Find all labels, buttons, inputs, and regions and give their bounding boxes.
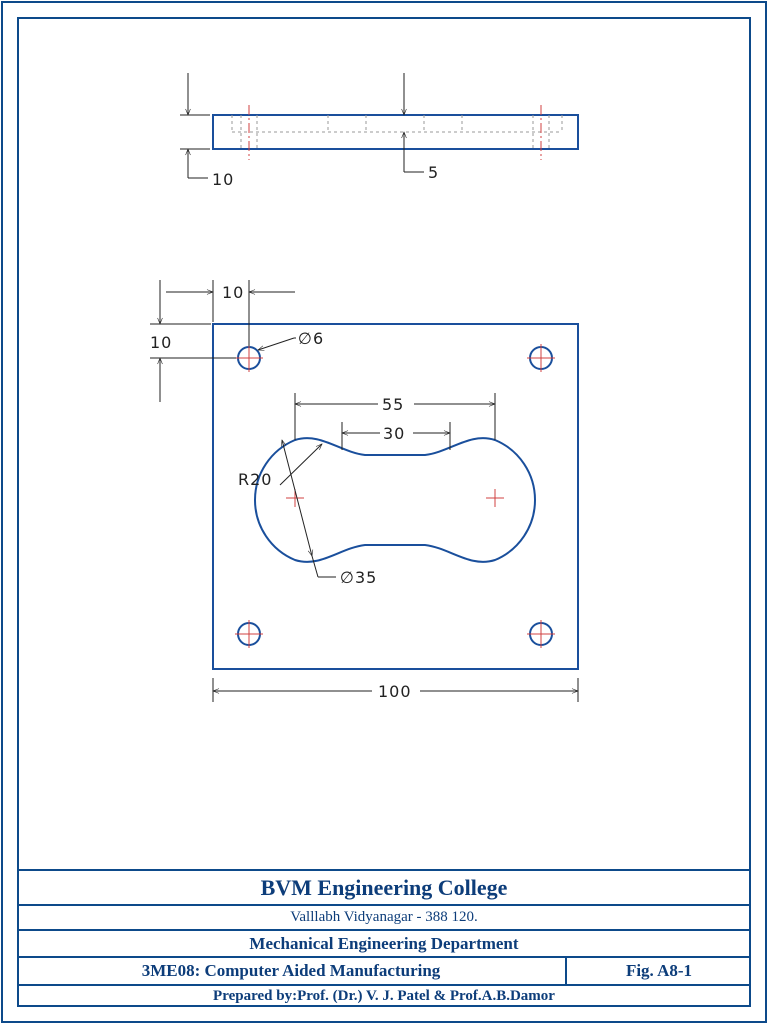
edge-y-dimension — [150, 280, 236, 402]
prepared-by: Prepared by:Prof. (Dr.) V. J. Patel & Pr… — [213, 988, 555, 1004]
width-value: 100 — [378, 682, 412, 701]
inner-border — [17, 17, 751, 1007]
hole-diameter-leader — [257, 337, 296, 351]
edge-x-dimension-value: 10 — [222, 283, 244, 302]
slot-outline — [254, 437, 536, 563]
hole-top-left — [235, 344, 263, 372]
title-block-course-row: 3ME08: Computer Aided Manufacturing Fig.… — [17, 956, 751, 984]
lobe-diameter-dimension — [280, 439, 336, 578]
department-name: Mechanical Engineering Department — [249, 933, 519, 953]
title-block-college: BVM Engineering College — [17, 869, 751, 904]
side-view-outline — [212, 114, 579, 150]
depth-dimension-value: 5 — [428, 163, 439, 182]
hole-top-right — [527, 344, 555, 372]
side-view-hidden-lines — [231, 115, 563, 149]
plate-outline — [212, 323, 579, 670]
waist-length-dimension — [341, 422, 451, 450]
edge-y-dimension-value: 10 — [150, 333, 172, 352]
lobe-diameter-value: ∅35 — [340, 568, 377, 587]
figure-cell: Fig. A8-1 — [567, 961, 751, 981]
thickness-dimension — [180, 73, 210, 179]
radius-value: R20 — [238, 470, 272, 489]
hole-bottom-right — [527, 620, 555, 648]
corner-holes — [235, 344, 555, 648]
edge-x-dimension — [166, 280, 295, 346]
college-address: Valllabh Vidyanagar - 388 120. — [290, 909, 478, 925]
radius-dimension — [279, 443, 323, 486]
hole-diameter-value: ∅6 — [298, 329, 324, 348]
center-distance-value: 55 — [382, 395, 404, 414]
width-dimension — [212, 678, 579, 702]
title-block-prepared-by: Prepared by:Prof. (Dr.) V. J. Patel & Pr… — [17, 984, 751, 1007]
hole-bottom-left — [235, 620, 263, 648]
center-distance-dimension — [294, 393, 496, 440]
top-view: 10 10 ∅6 55 30 — [150, 280, 579, 702]
engineering-drawing: 10 5 — [150, 73, 579, 702]
side-view: 10 5 — [180, 73, 579, 189]
waist-length-value: 30 — [383, 424, 405, 443]
figure-number: Fig. A8-1 — [625, 961, 693, 980]
slot-center-marks — [286, 489, 504, 507]
title-block-address: Valllabh Vidyanagar - 388 120. — [17, 904, 751, 929]
side-view-center-lines — [248, 105, 542, 160]
college-name: BVM Engineering College — [260, 874, 508, 900]
depth-dimension — [401, 73, 424, 173]
title-block-department: Mechanical Engineering Department — [17, 929, 751, 956]
course-name: 3ME08: Computer Aided Manufacturing — [141, 961, 441, 980]
course-cell: 3ME08: Computer Aided Manufacturing — [17, 958, 567, 984]
thickness-dimension-value: 10 — [212, 170, 234, 189]
